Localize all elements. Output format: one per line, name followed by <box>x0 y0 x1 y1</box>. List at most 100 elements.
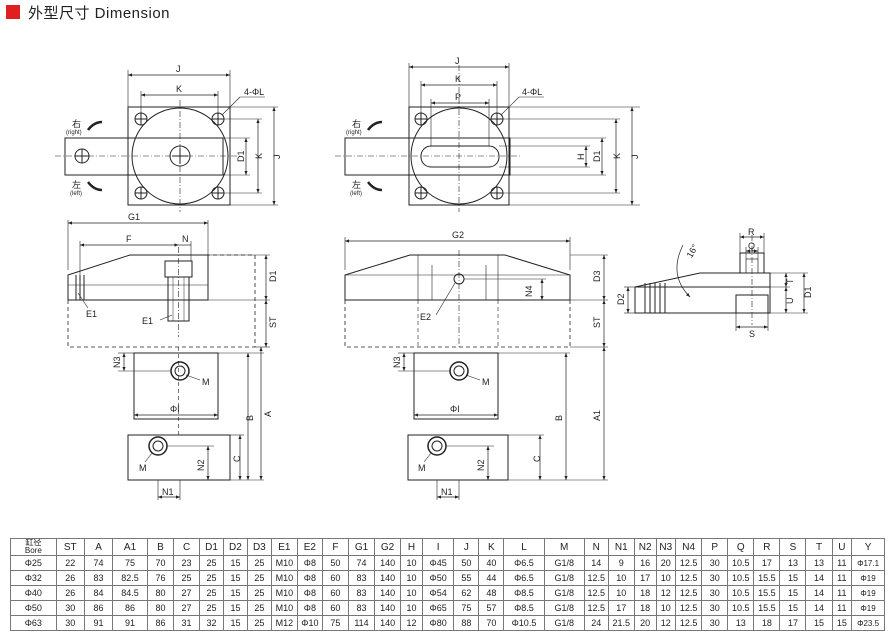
table-cell: M10 <box>270 600 298 616</box>
dim-4L-left: 4-ΦL <box>244 87 264 97</box>
col-header-c: C <box>173 538 201 556</box>
table-cell: 25 <box>246 585 272 601</box>
col-header-e2: E2 <box>296 538 323 556</box>
col-header-p: P <box>701 538 729 556</box>
table-cell: 75 <box>321 615 349 631</box>
table-cell: 15 <box>223 600 248 616</box>
table-cell: Φ80 <box>421 615 455 631</box>
table-cell: 10 <box>400 570 423 586</box>
bore-cell: Φ50 <box>10 600 57 616</box>
front-view-left <box>67 220 270 500</box>
table-cell: 30 <box>701 585 729 601</box>
table-cell: 22 <box>55 555 85 571</box>
table-cell: 9 <box>607 555 635 571</box>
dim-K-vert-right: K <box>612 153 622 159</box>
right-label-en-left: (right) <box>66 130 82 136</box>
table-cell: M10 <box>270 555 298 571</box>
detail-view <box>624 233 808 331</box>
table-cell: 25 <box>246 600 272 616</box>
table-cell: 10.5 <box>727 585 755 601</box>
page-title-text: 外型尺寸 Dimension <box>28 4 171 22</box>
table-cell: Φ8 <box>296 570 323 586</box>
table-cell: 10 <box>400 600 423 616</box>
table-cell: 83 <box>83 570 114 586</box>
dim-N4: N4 <box>524 285 534 297</box>
dim-N2-right: N2 <box>476 459 486 471</box>
table-cell: G1/8 <box>543 570 585 586</box>
table-cell: 15 <box>779 570 807 586</box>
col-header-b: B <box>146 538 175 556</box>
dim-A: A <box>263 411 273 417</box>
dim-B-left: B <box>245 415 255 421</box>
table-cell: 57 <box>478 600 505 616</box>
table-cell: 12.5 <box>583 600 609 616</box>
dim-D1-front: D1 <box>268 270 278 282</box>
table-cell: 30 <box>701 615 729 631</box>
table-cell: 140 <box>374 585 402 601</box>
col-header-m: M <box>543 538 585 556</box>
dim-N1-right: N1 <box>441 487 453 497</box>
table-cell: 74 <box>83 555 114 571</box>
table-cell: 15 <box>831 615 853 631</box>
dim-U: U <box>785 298 795 305</box>
dim-4L-right: 4-ΦL <box>522 87 542 97</box>
dim-D2: D2 <box>616 293 626 305</box>
dimension-drawing: J K 4-ΦL 右 (right) 左 (left) D1 K J <box>55 56 813 500</box>
table-cell: 30 <box>701 570 729 586</box>
table-cell: 26 <box>55 585 85 601</box>
right-label-cn-left: 右 <box>72 118 81 129</box>
col-header-n4: N4 <box>675 538 703 556</box>
table-cell: Φ6.5 <box>503 555 545 571</box>
table-cell: 15.5 <box>753 570 781 586</box>
col-header-f: F <box>321 538 349 556</box>
table-cell: 12.5 <box>675 585 703 601</box>
table-cell: 30 <box>701 555 729 571</box>
dim-D1-detail: D1 <box>803 286 813 298</box>
col-header-d1: D1 <box>199 538 224 556</box>
table-cell: 88 <box>453 615 480 631</box>
col-header-g2: G2 <box>374 538 402 556</box>
table-cell: 14 <box>805 570 833 586</box>
table-cell: 60 <box>321 585 349 601</box>
dim-K-left: K <box>176 84 182 94</box>
table-cell: G1/8 <box>543 615 585 631</box>
dim-K-right: K <box>455 74 461 84</box>
table-cell: 25 <box>173 570 201 586</box>
table-cell: 18 <box>633 600 657 616</box>
col-header-n1: N1 <box>607 538 635 556</box>
dim-E1-a: E1 <box>86 309 97 319</box>
table-cell: 26 <box>55 570 85 586</box>
table-cell: 15.5 <box>753 600 781 616</box>
dim-N3-left: N3 <box>112 356 122 368</box>
dim-R: R <box>748 227 755 237</box>
table-cell: 10 <box>607 585 635 601</box>
table-cell: 10.5 <box>727 555 755 571</box>
dim-ST-right: ST <box>592 316 602 328</box>
table-cell: 17 <box>633 570 657 586</box>
left-label-en-left: (left) <box>70 191 82 197</box>
col-header-a1: A1 <box>112 538 148 556</box>
table-cell: 84.5 <box>112 585 148 601</box>
table-cell: Φ19 <box>851 585 885 601</box>
table-cell: 40 <box>478 555 505 571</box>
left-label-cn-left: 左 <box>72 179 81 190</box>
table-cell: 15 <box>779 585 807 601</box>
dim-K-vert-left: K <box>254 153 264 159</box>
table-cell: Φ8 <box>296 600 323 616</box>
dim-D1-topright: D1 <box>592 150 602 162</box>
dim-F: F <box>126 234 132 244</box>
table-cell: 23 <box>173 555 201 571</box>
table-cell: Φ8 <box>296 585 323 601</box>
page-title: 外型尺寸 Dimension <box>6 2 170 22</box>
table-cell: 25 <box>199 570 224 586</box>
table-cell: 14 <box>805 600 833 616</box>
table-cell: 20 <box>655 555 677 571</box>
table-cell: 11 <box>831 600 853 616</box>
table-cell: Φ8.5 <box>503 585 545 601</box>
dim-P-right: P <box>455 92 461 102</box>
table-cell: 10 <box>655 570 677 586</box>
